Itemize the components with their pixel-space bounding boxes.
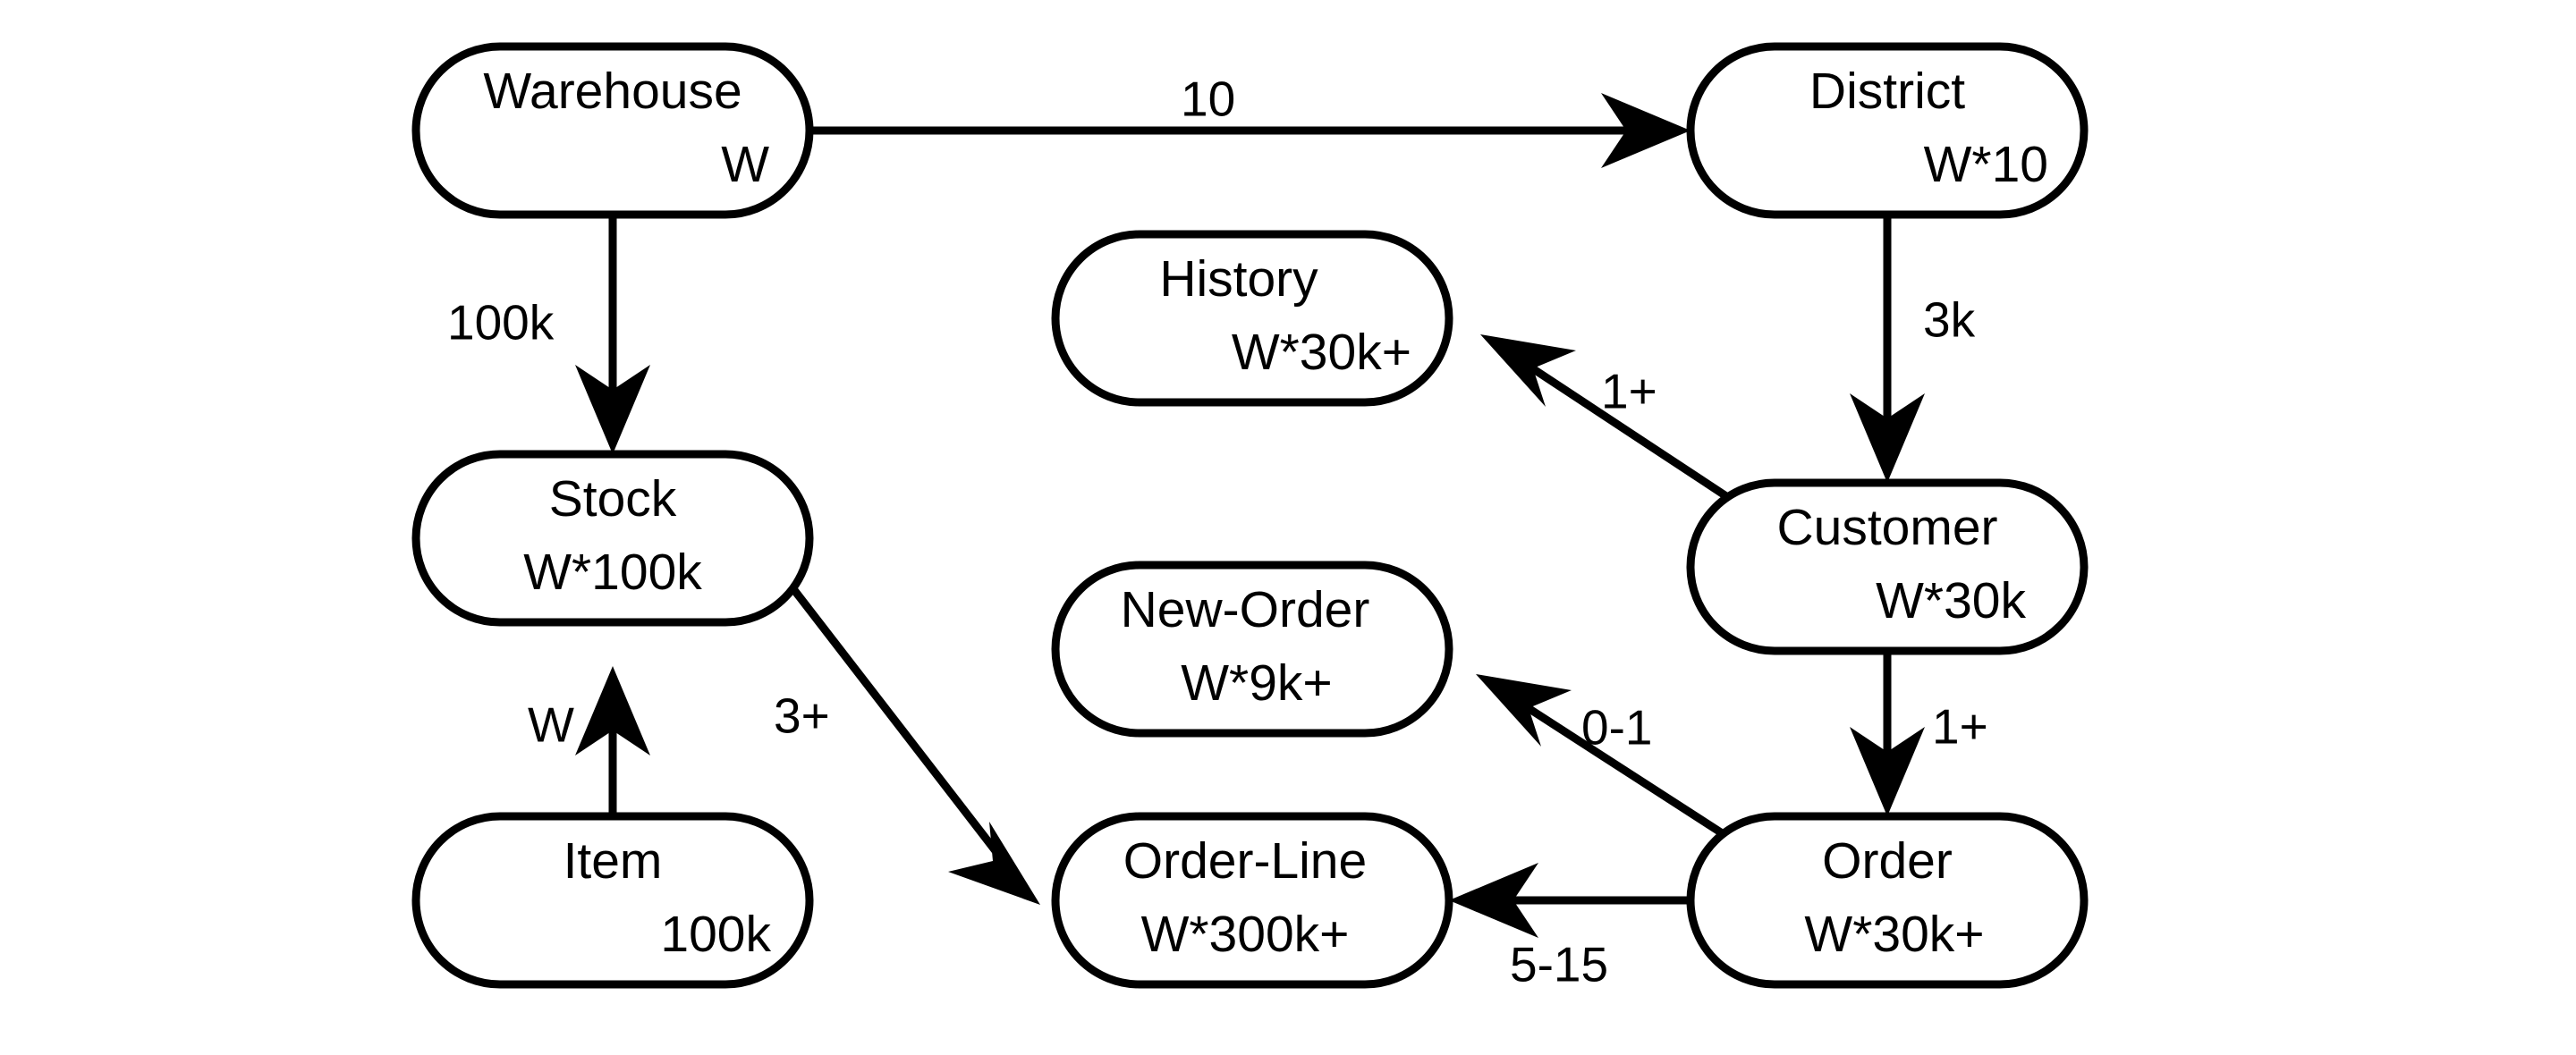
node-shape-history[interactable]	[1051, 230, 1453, 407]
node-name-order-line: Order-Line	[1123, 832, 1367, 890]
node-shape-stock[interactable]	[411, 450, 814, 627]
arrow-head-icon-district-customer	[1850, 393, 1925, 483]
edges-layer	[575, 93, 1925, 938]
arrow-head-icon-item-stock	[575, 666, 650, 755]
edge-line-stock-order-line	[791, 587, 1009, 866]
edge-label-warehouse-district: 10	[1181, 72, 1235, 127]
node-cardinality-new-order: W*9k+	[1181, 654, 1332, 712]
edge-line-customer-history	[1513, 354, 1729, 500]
node-cardinality-customer: W*30k	[1876, 572, 2026, 629]
node-shape-district[interactable]	[1686, 42, 2089, 219]
edge-label-item-stock: W	[528, 697, 574, 753]
arrow-head-icon-warehouse-district	[1601, 93, 1690, 168]
arrow-head-icon-stock-order-line	[948, 822, 1040, 905]
edge-line-order-new-order	[1509, 694, 1729, 840]
edge-customer-history	[1480, 334, 1729, 500]
arrow-head-icon-order-new-order	[1476, 674, 1572, 747]
node-cardinality-stock: W*100k	[523, 544, 702, 601]
edge-warehouse-stock	[575, 215, 650, 454]
node-shape-order[interactable]	[1686, 812, 2089, 989]
edge-customer-order	[1850, 651, 1925, 816]
edge-order-new-order	[1476, 674, 1729, 840]
node-shape-item[interactable]	[411, 812, 814, 989]
node-cardinality-history: W*30k+	[1232, 324, 1411, 381]
edge-warehouse-district	[809, 93, 1690, 168]
arrow-head-icon-warehouse-stock	[575, 365, 650, 454]
node-shape-new-order[interactable]	[1051, 561, 1453, 738]
edge-label-customer-history: 1+	[1601, 364, 1657, 419]
edge-label-order-new-order: 0-1	[1581, 700, 1653, 755]
edge-label-warehouse-stock: 100k	[447, 295, 555, 350]
edge-district-customer	[1850, 215, 1925, 483]
node-name-history: History	[1159, 250, 1318, 308]
node-cardinality-district: W*10	[1924, 136, 2048, 193]
arrow-head-icon-customer-history	[1480, 334, 1576, 407]
node-name-stock: Stock	[549, 470, 677, 528]
arrow-head-icon-customer-order	[1850, 727, 1925, 816]
node-name-district: District	[1809, 63, 1965, 120]
node-name-new-order: New-Order	[1121, 581, 1370, 638]
edge-item-stock	[575, 666, 650, 816]
node-cardinality-order-line: W*300k+	[1141, 906, 1350, 963]
node-shape-warehouse[interactable]	[411, 42, 814, 219]
node-name-customer: Customer	[1776, 499, 1997, 556]
edge-label-district-customer: 3k	[1923, 292, 1976, 348]
edge-label-stock-order-line: 3+	[774, 688, 830, 744]
node-shape-customer[interactable]	[1686, 478, 2089, 655]
arrow-head-icon-order-order-line	[1449, 863, 1538, 938]
edge-label-customer-order: 1+	[1932, 699, 1988, 755]
node-item[interactable]: Item 100k	[411, 812, 814, 989]
edge-label-order-order-line: 5-15	[1510, 937, 1608, 992]
node-cardinality-item: 100k	[660, 906, 771, 963]
node-name-item: Item	[564, 832, 663, 890]
edge-labels-layer: 10 100k 3k 1+ 1+ 3+ W 0-1 5-15	[447, 72, 1988, 992]
node-name-warehouse: Warehouse	[483, 63, 741, 120]
node-name-order: Order	[1822, 832, 1953, 890]
edge-stock-order-line	[791, 587, 1040, 905]
node-cardinality-order: W*30k+	[1804, 906, 1984, 963]
node-cardinality-warehouse: W	[721, 136, 769, 193]
node-shape-order-line[interactable]	[1051, 812, 1453, 989]
edge-order-order-line	[1449, 863, 1690, 938]
